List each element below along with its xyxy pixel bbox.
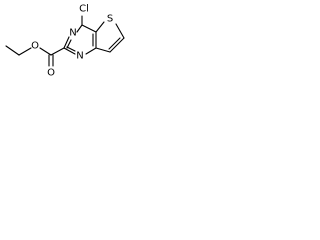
bond-c7a-n1 — [85, 47, 97, 55]
atom-sulfur: S — [107, 14, 113, 25]
bond-s-c6 — [115, 23, 125, 39]
bond-carbonyl-c2 — [50, 47, 65, 56]
bond-c6-c7-inner — [108, 37, 121, 50]
bond-o-carbonyl-c — [39, 47, 52, 56]
bond-n1-c2-inner — [66, 46, 76, 52]
bond-c4-c4a — [81, 24, 97, 33]
bond-c7-c7a — [95, 47, 111, 53]
bond-ch3-ch2 — [5, 45, 20, 56]
bond-c2-n3-inner — [66, 39, 72, 49]
chemical-structure: Cl N N S O O — [5, 4, 125, 79]
atom-chlorine: Cl — [79, 4, 89, 15]
bond-c6-c7 — [109, 37, 125, 53]
bond-n3-c4 — [76, 24, 83, 33]
atom-oxygen-carbonyl: O — [47, 68, 55, 79]
bond-c4a-s — [95, 21, 105, 33]
atom-oxygen-ester: O — [31, 41, 39, 52]
bond-ch2-o — [18, 47, 32, 56]
bond-c2-n3 — [63, 36, 70, 49]
atom-nitrogen-top: N — [69, 28, 76, 39]
bond-n1-c2 — [63, 47, 76, 55]
atom-nitrogen-bottom: N — [76, 51, 83, 62]
